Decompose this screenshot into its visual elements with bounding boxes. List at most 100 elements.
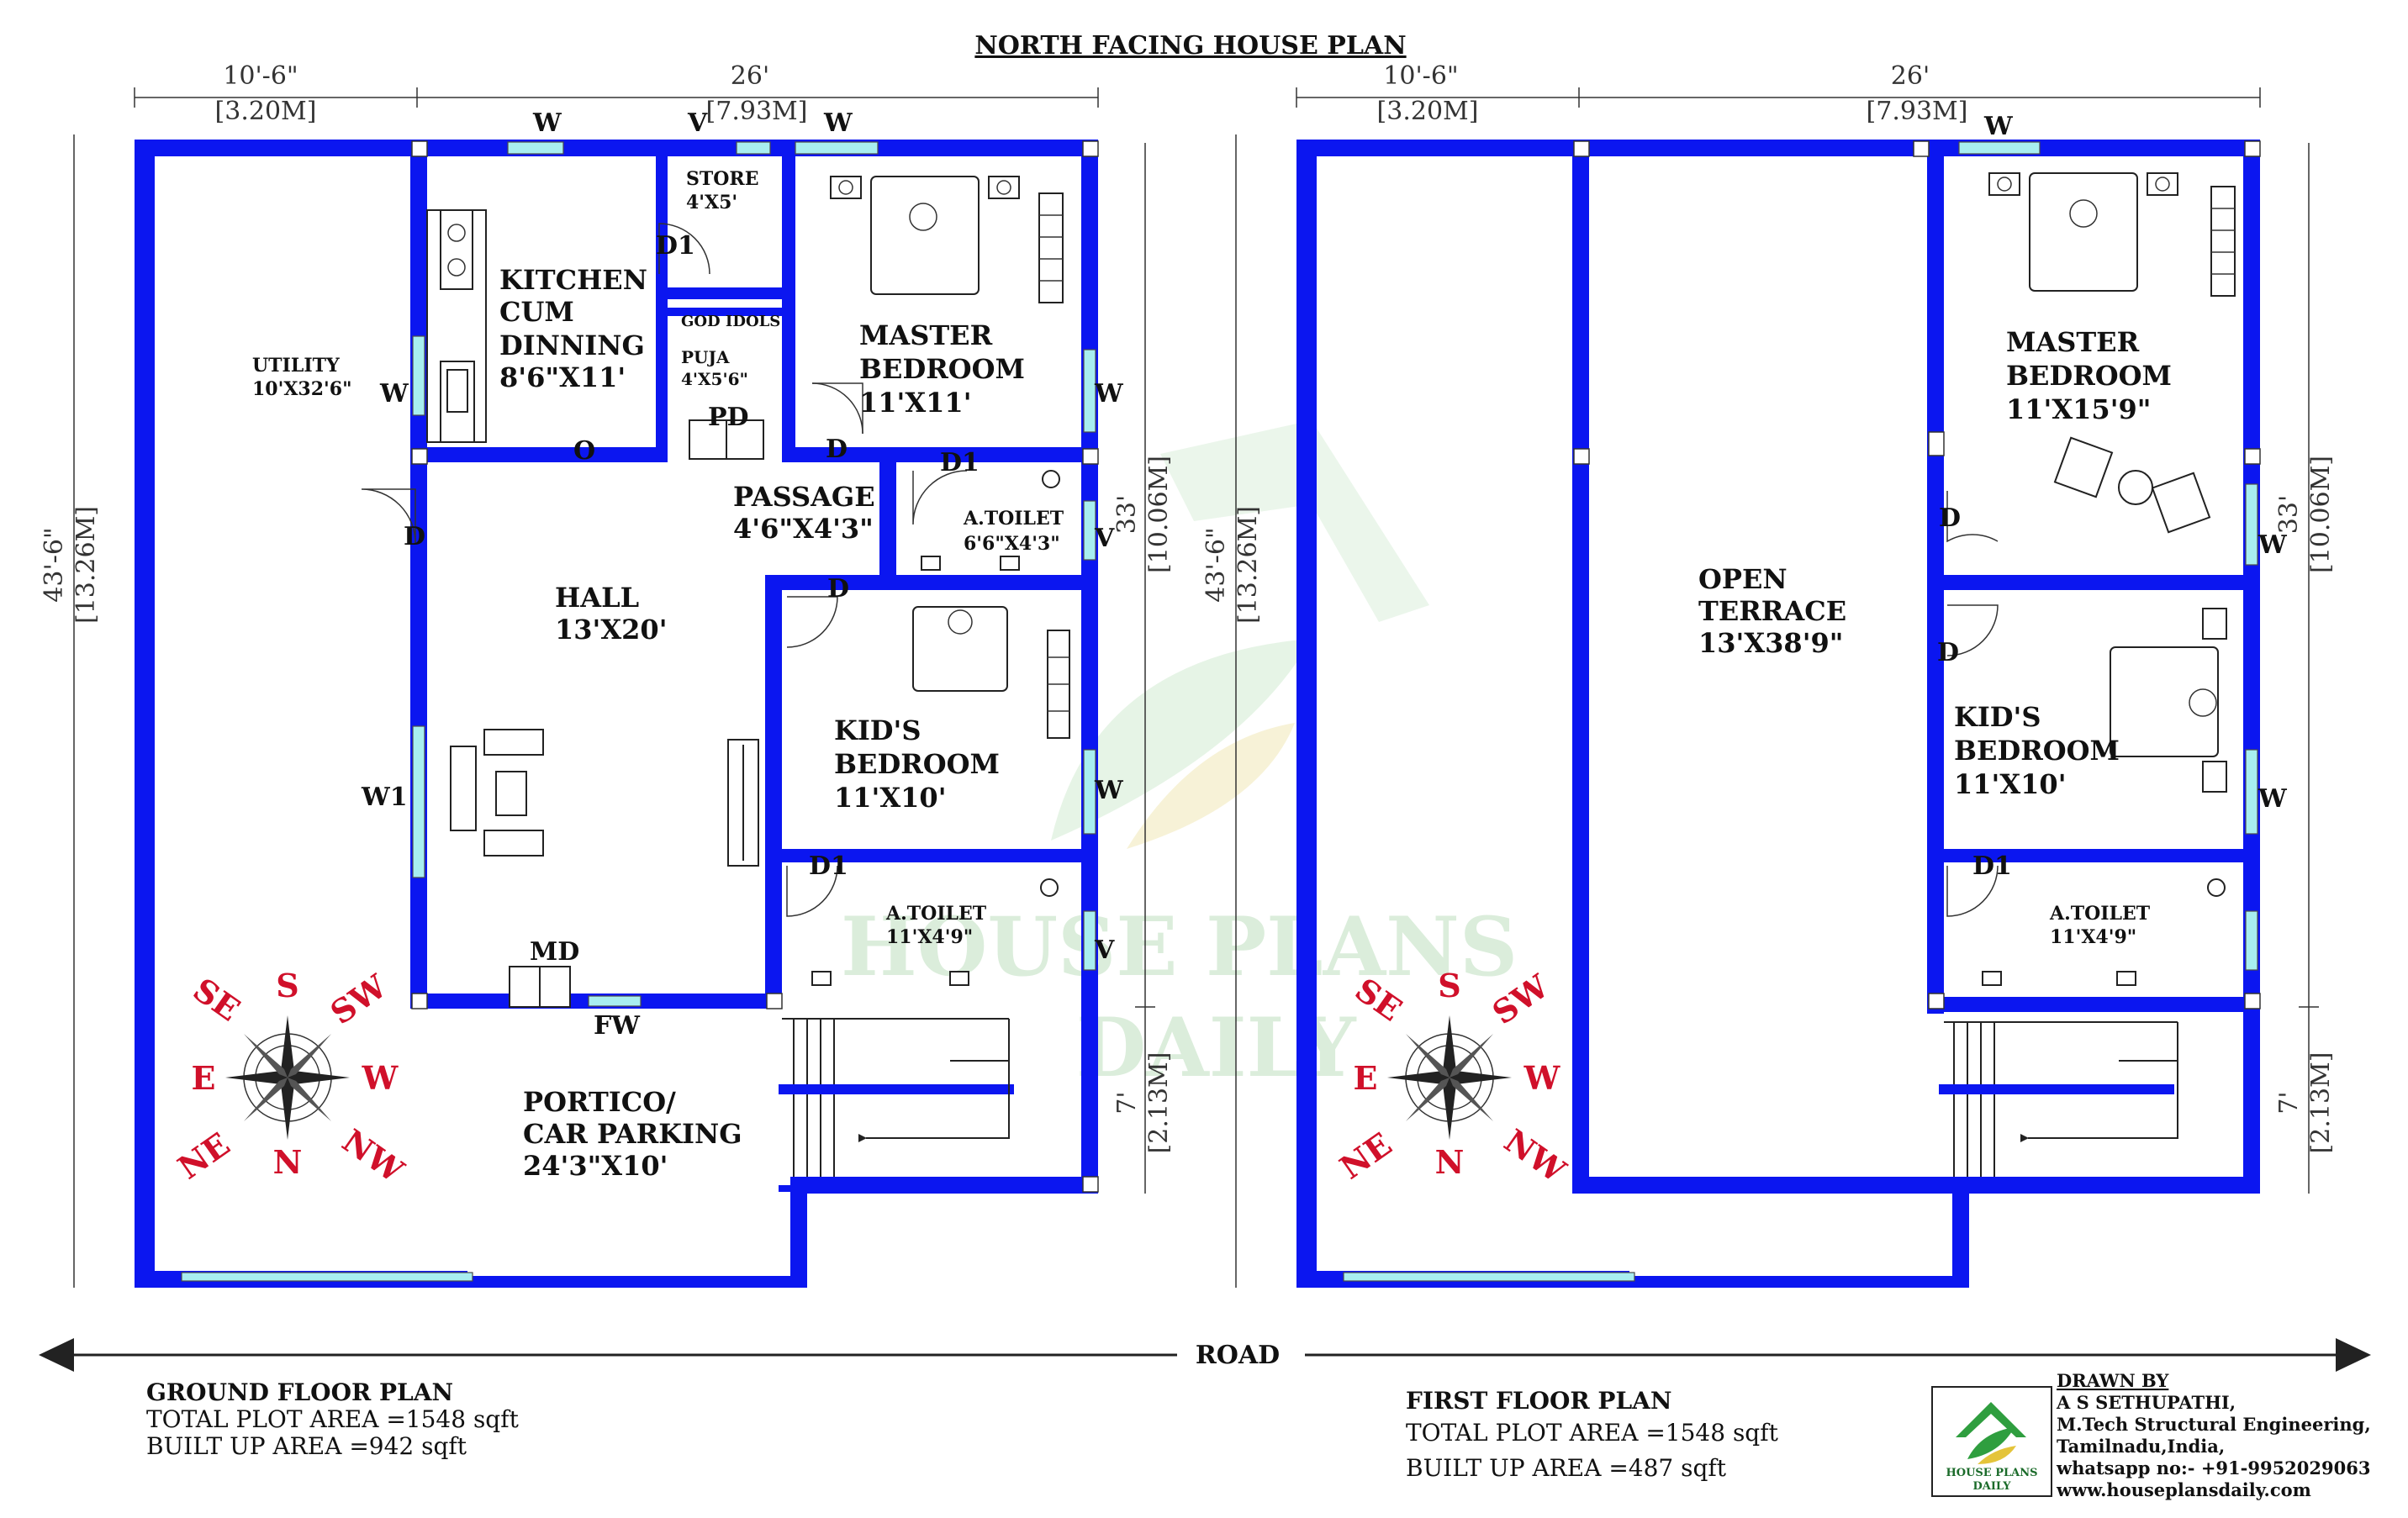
ff-info: FIRST FLOOR PLAN TOTAL PLOT AREA =1548 s… [1406,1387,1779,1482]
credits-location: Tamilnadu,India, [2057,1436,2225,1457]
ff-mark-w-top: W [1983,112,2014,141]
ff-dim-top-left-ft: 10'-6" [1383,61,1458,91]
ff-compass-w: W [1523,1059,1561,1097]
gf-dim-right-m-2: [2.13M] [1144,1052,1174,1154]
gf-kitchen-line-3: DINNING [499,329,645,361]
road-label: ROAD [1196,1341,1280,1370]
gf-portico-line-1: PORTICO/ [523,1086,676,1118]
ff-staircase [1944,1021,2178,1177]
gf-kitchen-line-2: CUM [499,296,574,328]
gf-mark-d-master: D [826,435,848,464]
gf-dim-top-right-ft: 26' [731,61,769,91]
gf-compass: SE S SW E W NE N NW [171,967,411,1191]
gf-hall-name: HALL [555,582,639,614]
gf-room-labels: UTILITY 10'X32'6" KITCHEN CUM DINNING 8'… [252,168,1064,1182]
ff-dim-top-right-m: [7.93M] [1867,97,1968,126]
gf-mark-d1-toilet1: D1 [940,448,980,477]
gf-portico-line-2: CAR PARKING [523,1118,742,1150]
ff-furniture [1982,172,2236,986]
ff-toilet-name: A.TOILET [2049,903,2151,925]
gf-toilet1-size: 6'6"X4'3" [964,533,1060,555]
logo-line-2: DAILY [1972,1480,2011,1493]
ff-dim-right-ft: 33' [2274,495,2304,534]
gf-mark-pd: PD [708,403,749,432]
gf-utility-size: 10'X32'6" [252,378,352,400]
gf-mark-d-utility: D [404,522,425,551]
ff-columns [1573,140,2261,1009]
gf-portico-size: 24'3"X10' [523,1150,668,1182]
gf-mark-w-kitchen: W [379,379,409,408]
gf-dim-right-ft-2: 7' [1112,1091,1142,1114]
ff-terrace-size: 13'X38'9" [1698,627,1843,659]
credits-heading: DRAWN BY [2057,1370,2169,1391]
gf-master-line-1: MASTER [859,319,993,351]
gf-kitchen-size: 8'6"X11' [499,361,626,393]
ff-dim-left-ft: 43'-6" [1201,527,1231,602]
ff-toilet-size: 11'X4'9" [2050,926,2136,948]
ff-dim-right-m: [10.06M] [2306,456,2336,573]
gf-windows [181,141,1096,1282]
gf-dim-top-right-m: [7.93M] [706,97,808,126]
gf-opening-marks: W V W W W V W V D1 PD O D D1 D D W1 D1 M… [361,108,1124,1041]
gf-toilet2-name: A.TOILET [885,903,987,925]
gf-mark-o: O [573,436,595,466]
gf-mark-v-toilet2: V [1094,936,1115,965]
gf-dim-left-m: [13.26M] [71,506,101,624]
ff-master-size: 11'X15'9" [2006,393,2151,425]
gf-dim-right-ft: 33' [1112,495,1142,534]
ff-opening-marks: W W W D D D1 [1937,112,2288,881]
gf-compass-se: SE [187,970,247,1028]
ff-dimensions: 10'-6" [3.20M] 26' [7.93M] 43'-6" [13.26… [1201,61,2336,1288]
gf-passage-name: PASSAGE [733,481,875,513]
ff-terrace-line-1: OPEN [1698,563,1788,595]
ff-compass-s: S [1438,967,1460,1004]
gf-mark-fw: FW [594,1011,641,1041]
gf-puja-name: PUJA [681,347,730,367]
ff-dim-top-right-ft: 26' [1891,61,1930,91]
gf-mark-w-top-1: W [532,108,562,138]
ff-doors [1946,491,1999,917]
ff-dim-right-m-2: [2.13M] [2306,1052,2336,1154]
gf-kids-line-2: BEDROOM [834,748,1000,780]
gf-puja-size: 4'X5'6" [681,369,748,389]
ff-compass-nw: NW [1497,1121,1573,1190]
ff-compass-ne: NE [1333,1125,1398,1186]
road-arrow-right-icon [2336,1338,2371,1372]
gf-doors [361,223,968,1008]
ff-mark-d-master: D [1939,503,1961,533]
ff-kids-line-2: BEDROOM [1954,735,2120,767]
road-arrow-left-icon [39,1338,74,1372]
gf-passage-size: 4'6"X4'3" [733,513,874,545]
credits-website: www.houseplansdaily.com [2056,1479,2311,1500]
gf-toilet1-name: A.TOILET [963,508,1064,530]
ground-floor-plan: 10'-6" [3.20M] 26' [7.93M] 43'-6" [13.26… [40,61,1174,1460]
gf-utility-name: UTILITY [252,355,340,377]
watermark: HOUSE PLANS DAILY [841,420,1518,1095]
gf-toilet2-size: 11'X4'9" [886,926,973,948]
ff-kids-size: 11'X10' [1954,768,2066,800]
gf-compass-ne: NE [171,1125,236,1186]
gf-compass-n: N [273,1143,303,1181]
ff-room-labels: OPEN TERRACE 13'X38'9" MASTER BEDROOM 11… [1698,326,2172,948]
gf-dimensions: 10'-6" [3.20M] 26' [7.93M] 43'-6" [13.26… [40,61,1174,1288]
gf-mark-v-top: V [687,108,708,138]
ff-compass: SE S SW E W NE N NW [1333,967,1573,1191]
gf-mark-w1: W1 [361,783,408,812]
gf-compass-s: S [276,967,298,1004]
gf-mark-md: MD [530,937,579,967]
gf-furniture [426,176,1070,986]
ff-dim-right-ft-2: 7' [2274,1091,2304,1114]
ff-mark-d-kids: D [1937,638,1959,667]
credits-degree: M.Tech Structural Engineering, [2057,1414,2371,1435]
gf-dim-top-left-m: [3.20M] [215,97,317,126]
logo: HOUSE PLANS DAILY [1931,1386,2052,1497]
gf-kids-line-1: KID'S [834,714,921,746]
ff-compass-e: E [1354,1059,1378,1097]
road-indicator: ROAD [39,1338,2371,1372]
gf-store-name: STORE [686,168,758,190]
ff-info-heading: FIRST FLOOR PLAN [1406,1387,1671,1415]
ff-dim-top-left-m: [3.20M] [1377,97,1479,126]
credits-phone: whatsapp no:- +91-9952029063 [2056,1457,2370,1478]
ff-mark-w-master: W [2258,530,2288,560]
